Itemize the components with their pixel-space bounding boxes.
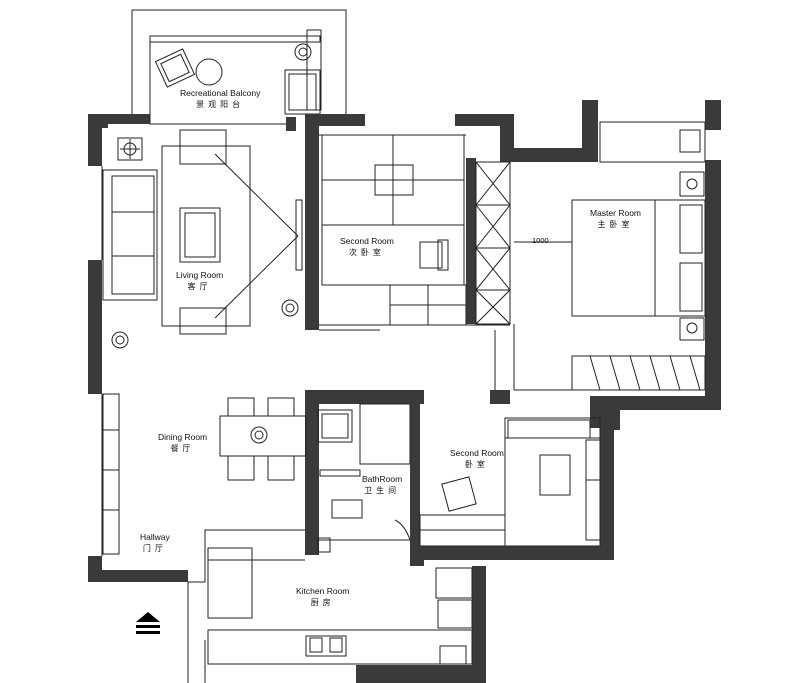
plant-icon xyxy=(111,43,312,444)
balcony-area xyxy=(131,9,347,115)
label-living: Living Room 客厅 xyxy=(176,270,224,292)
label-balcony: Recreational Balcony 景观阳台 xyxy=(180,88,261,110)
second-room-2-furniture xyxy=(419,417,601,547)
label-dining-zh: 餐厅 xyxy=(170,444,195,453)
second-room-1-furniture xyxy=(319,134,511,331)
label-second1-en: Second Room xyxy=(340,236,394,246)
label-bath-en: BathRoom xyxy=(362,474,403,484)
label-hallway-zh: 门厅 xyxy=(142,544,167,553)
label-hallway-en: Hallway xyxy=(140,532,170,542)
label-second1-zh: 次卧室 xyxy=(348,248,385,257)
label-balcony-zh: 景观阳台 xyxy=(196,100,245,109)
label-bath: BathRoom 卫生间 xyxy=(362,474,403,496)
label-kitchen: Kitchen Room 厨房 xyxy=(296,586,350,608)
label-bath-zh: 卫生间 xyxy=(364,486,401,495)
dimension-label: 1000 xyxy=(532,236,549,245)
kitchen-fixtures xyxy=(207,547,473,665)
label-living-zh: 客厅 xyxy=(187,282,212,291)
label-hallway: Hallway 门厅 xyxy=(140,532,170,554)
label-balcony-en: Recreational Balcony xyxy=(180,88,261,98)
label-master: Master Room 主卧室 xyxy=(590,208,642,230)
walls xyxy=(88,100,721,683)
label-living-en: Living Room xyxy=(176,270,224,280)
label-master-zh: 主卧室 xyxy=(597,220,634,229)
label-master-en: Master Room xyxy=(590,208,642,218)
label-dining: Dining Room 餐厅 xyxy=(158,432,208,454)
label-kitchen-zh: 厨房 xyxy=(310,598,335,607)
master-room-furniture xyxy=(494,121,706,391)
label-second2-en: Second Room xyxy=(450,448,504,458)
label-kitchen-en: Kitchen Room xyxy=(296,586,350,596)
label-second1: Second Room 次卧室 xyxy=(340,236,394,258)
label-second2-zh: 卧室 xyxy=(464,460,489,469)
dining-furniture xyxy=(102,393,307,555)
entrance-arrow-icon xyxy=(136,612,160,634)
label-second2: Second Room 卧室 xyxy=(450,448,504,470)
living-room-furniture xyxy=(102,129,303,335)
bathroom-fixtures xyxy=(317,403,411,553)
label-dining-en: Dining Room xyxy=(158,432,208,442)
